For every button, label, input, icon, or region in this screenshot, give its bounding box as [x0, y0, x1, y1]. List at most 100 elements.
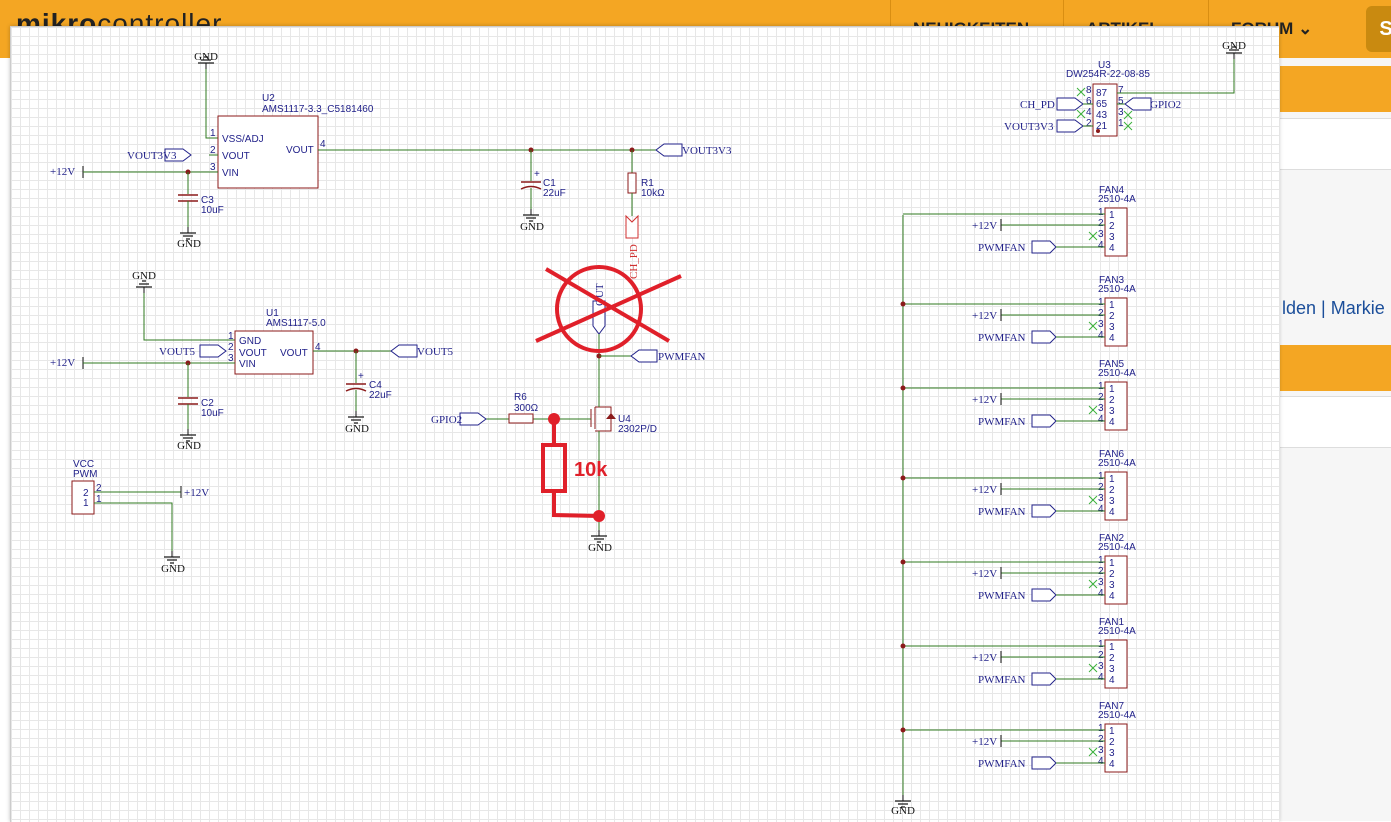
fan-connectors: FAN42510-4A11223344+12VPWMFANFAN32510-4A…: [900, 185, 1136, 773]
r6-value: 300Ω: [514, 403, 539, 414]
net-pwmfan: PWMFAN: [658, 351, 706, 363]
search-button[interactable]: S: [1366, 6, 1391, 52]
fan-ref: FAN2: [1099, 533, 1124, 544]
gnd-label: GND: [1222, 40, 1246, 52]
pin-number: 2: [1109, 737, 1115, 748]
junction-dot: [900, 727, 906, 733]
fan-bus: GND: [891, 215, 915, 817]
u3-part: DW254R-22-08-85: [1066, 69, 1150, 80]
c2-ref: C2: [201, 398, 214, 409]
pin-number: 2: [1086, 118, 1092, 129]
pin-number: 4: [1109, 591, 1115, 602]
schematic-image: GND U2 AMS1117-3.3_C5181460 VSS/ADJ VOUT…: [10, 26, 1279, 822]
pin-number: 4: [1109, 417, 1115, 428]
fan-part: 2510-4A: [1098, 710, 1136, 721]
pin-number: 1: [1109, 300, 1115, 311]
pin-number: 1: [1098, 639, 1104, 650]
net-pwmfan: PWMFAN: [978, 242, 1026, 254]
pin-number: 3: [1109, 664, 1115, 675]
u1-pin-vin: VIN: [239, 359, 256, 370]
pin-number: 3: [1118, 107, 1124, 118]
r1-value: 10kΩ: [641, 188, 665, 199]
gnd-label: GND: [161, 563, 185, 575]
net-12v: +12V: [184, 487, 209, 499]
net-vout5: VOUT5: [417, 346, 454, 358]
u2-regulator: GND U2 AMS1117-3.3_C5181460 VSS/ADJ VOUT…: [50, 51, 732, 279]
pin-number: 3: [210, 162, 216, 173]
sidebar-band: [1280, 66, 1391, 112]
pin-number: 3: [1098, 577, 1104, 588]
u2-pin-vss: VSS/ADJ: [222, 134, 264, 145]
sidebar-box: [1280, 118, 1391, 170]
u1-ref: U1: [266, 308, 279, 319]
pwm-connector: VCC PWM 2 1 2 1 +12V GND: [71, 459, 209, 575]
net-vout3v3: VOUT3V3: [682, 145, 732, 157]
sidebar-box: [1280, 396, 1391, 448]
pin-number: 2: [210, 145, 216, 156]
pin-number: 4: [1086, 107, 1092, 118]
mosfet-driver: OUT PWMFAN U4 2302P/D R6 300Ω GPIO2 GND: [431, 283, 706, 554]
c1-ref: C1: [543, 178, 556, 189]
pin-number: 4: [1109, 333, 1115, 344]
side-links[interactable]: lden | Markie: [1282, 298, 1385, 318]
pin-number: 4: [1109, 675, 1115, 686]
junction-dot: [900, 559, 906, 565]
conn-ref: VCC: [73, 459, 94, 470]
pin-number: 2: [1098, 650, 1104, 661]
pin-number: 3: [1109, 580, 1115, 591]
pin-number: 87: [1096, 88, 1108, 99]
pin-number: 1: [1098, 723, 1104, 734]
pin-number: 1: [1109, 642, 1115, 653]
pin-number: 4: [1098, 504, 1104, 515]
net-vout5: VOUT5: [159, 346, 196, 358]
net-pwmfan: PWMFAN: [978, 506, 1026, 518]
net-vout3v3: VOUT3V3: [127, 150, 177, 162]
pin-number: 6: [1086, 96, 1092, 107]
u2-pin-vout: VOUT: [222, 151, 250, 162]
pin-number: 4: [320, 139, 326, 150]
pin-number: 3: [1109, 748, 1115, 759]
net-pwmfan: PWMFAN: [978, 416, 1026, 428]
pin-number: 8: [1086, 85, 1092, 96]
pin-number: 1: [1098, 207, 1104, 218]
fan-part: 2510-4A: [1098, 458, 1136, 469]
pin-number: 4: [1098, 588, 1104, 599]
pin-number: 1: [1109, 558, 1115, 569]
net-12v: +12V: [50, 357, 75, 369]
c3-value: 10uF: [201, 205, 224, 216]
gnd-label: GND: [588, 542, 612, 554]
pin-number: 2: [1109, 569, 1115, 580]
pin-number: 1: [1098, 555, 1104, 566]
pin-number: 2: [1098, 566, 1104, 577]
chevron-down-icon: ⌄: [1298, 19, 1313, 38]
net-ch-pd: CH_PD: [1020, 99, 1055, 111]
gnd-label: GND: [891, 805, 915, 817]
net-gpio2: GPIO2: [1150, 99, 1181, 111]
annotation-10k: 10k: [574, 459, 608, 481]
u3-connector: U3 DW254R-22-08-85 87 65 43 21 8 6 4 2 7…: [1004, 40, 1246, 137]
pin-number: 5: [1118, 96, 1124, 107]
pin-number: 2: [1098, 734, 1104, 745]
pin-number: 3: [1098, 745, 1104, 756]
net-12v: +12V: [50, 166, 75, 178]
pin-number: 4: [1109, 759, 1115, 770]
pin-number: 4: [1098, 330, 1104, 341]
junction-dot: [900, 301, 906, 307]
svg-text:+: +: [534, 169, 540, 180]
pin-number: 4: [315, 342, 321, 353]
pin-number: 2: [83, 488, 89, 499]
pin-number: 2: [1109, 395, 1115, 406]
u1-pin-vout: VOUT: [239, 348, 267, 359]
net-12v: +12V: [972, 568, 997, 580]
pin-number: 4: [1109, 243, 1115, 254]
net-vout3v3: VOUT3V3: [1004, 121, 1054, 133]
net-pwmfan: PWMFAN: [978, 590, 1026, 602]
pin-number: 1: [228, 331, 234, 342]
u1-part: AMS1117-5.0: [266, 318, 326, 329]
net-gpio2: GPIO2: [431, 414, 462, 426]
pin-number: 1: [210, 128, 216, 139]
